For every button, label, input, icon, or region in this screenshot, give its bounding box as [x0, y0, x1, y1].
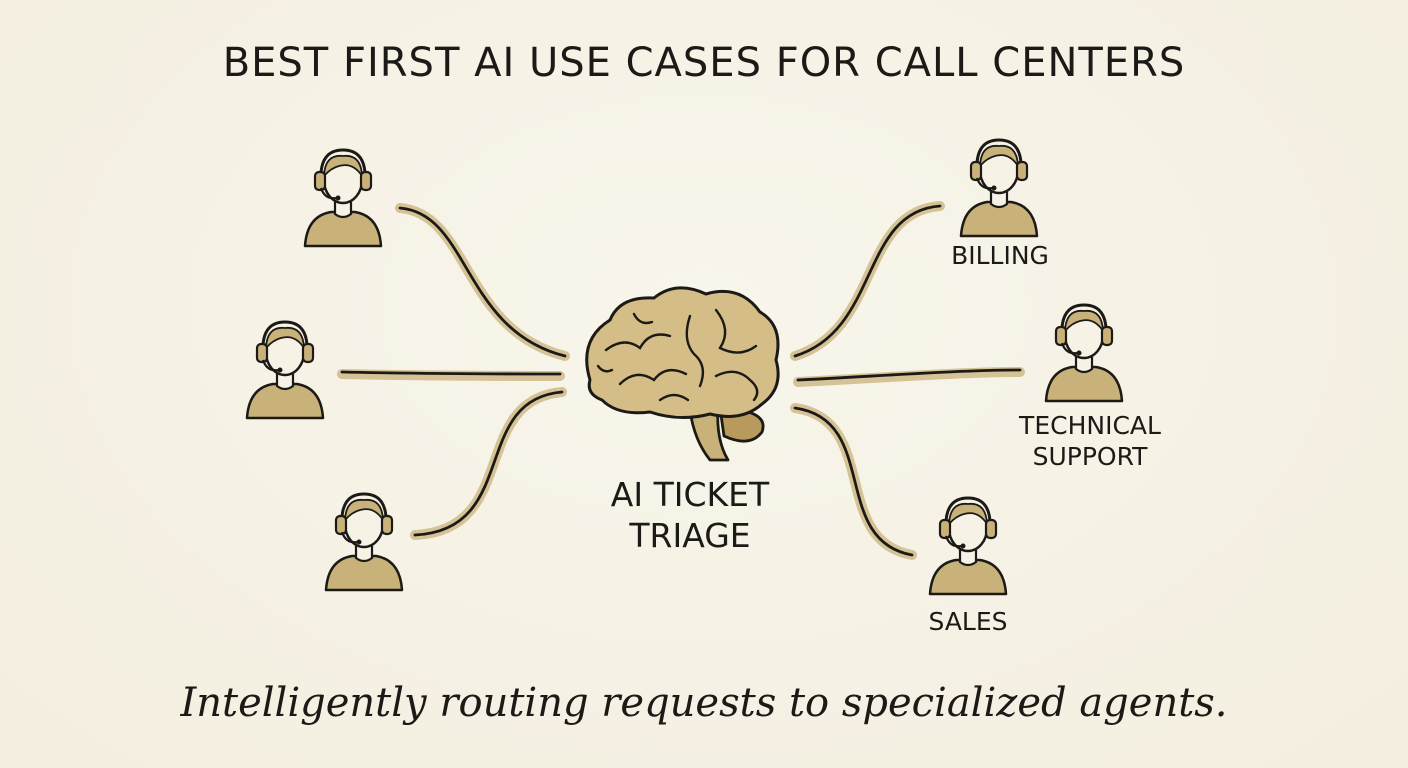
agent-label-sales: SALES — [928, 607, 1008, 636]
agent-icon-billing — [959, 138, 1039, 238]
agent-label-billing: BILLING — [951, 241, 1049, 270]
connector-right-sales — [790, 403, 917, 560]
connector-right-billing — [790, 201, 945, 361]
connector-left-bottom — [410, 387, 567, 540]
agent-label-technical-line1: TECHNICAL — [1019, 411, 1161, 440]
agent-label-technical: TECHNICAL SUPPORT — [990, 410, 1190, 473]
agent-label-technical-line2: SUPPORT — [1032, 442, 1148, 472]
connector-left-top — [395, 203, 570, 361]
diagram-title: BEST FIRST AI USE CASES FOR CALL CENTERS — [222, 40, 1186, 86]
center-label-line1: AI TICKET — [610, 475, 770, 514]
connector-right-technical — [793, 367, 1025, 387]
agent-icon-technical — [1044, 303, 1124, 403]
connector-left-middle — [337, 369, 565, 381]
diagram-caption: Intelligently routing requests to specia… — [180, 680, 1228, 726]
caller-icon-top — [303, 148, 383, 248]
agent-icon-sales — [928, 496, 1008, 596]
center-label-line2: TRIAGE — [629, 516, 751, 556]
caller-icon-middle — [245, 320, 325, 420]
center-label: AI TICKET TRIAGE — [560, 474, 820, 557]
brain-icon — [585, 286, 780, 462]
caller-icon-bottom — [324, 492, 404, 592]
